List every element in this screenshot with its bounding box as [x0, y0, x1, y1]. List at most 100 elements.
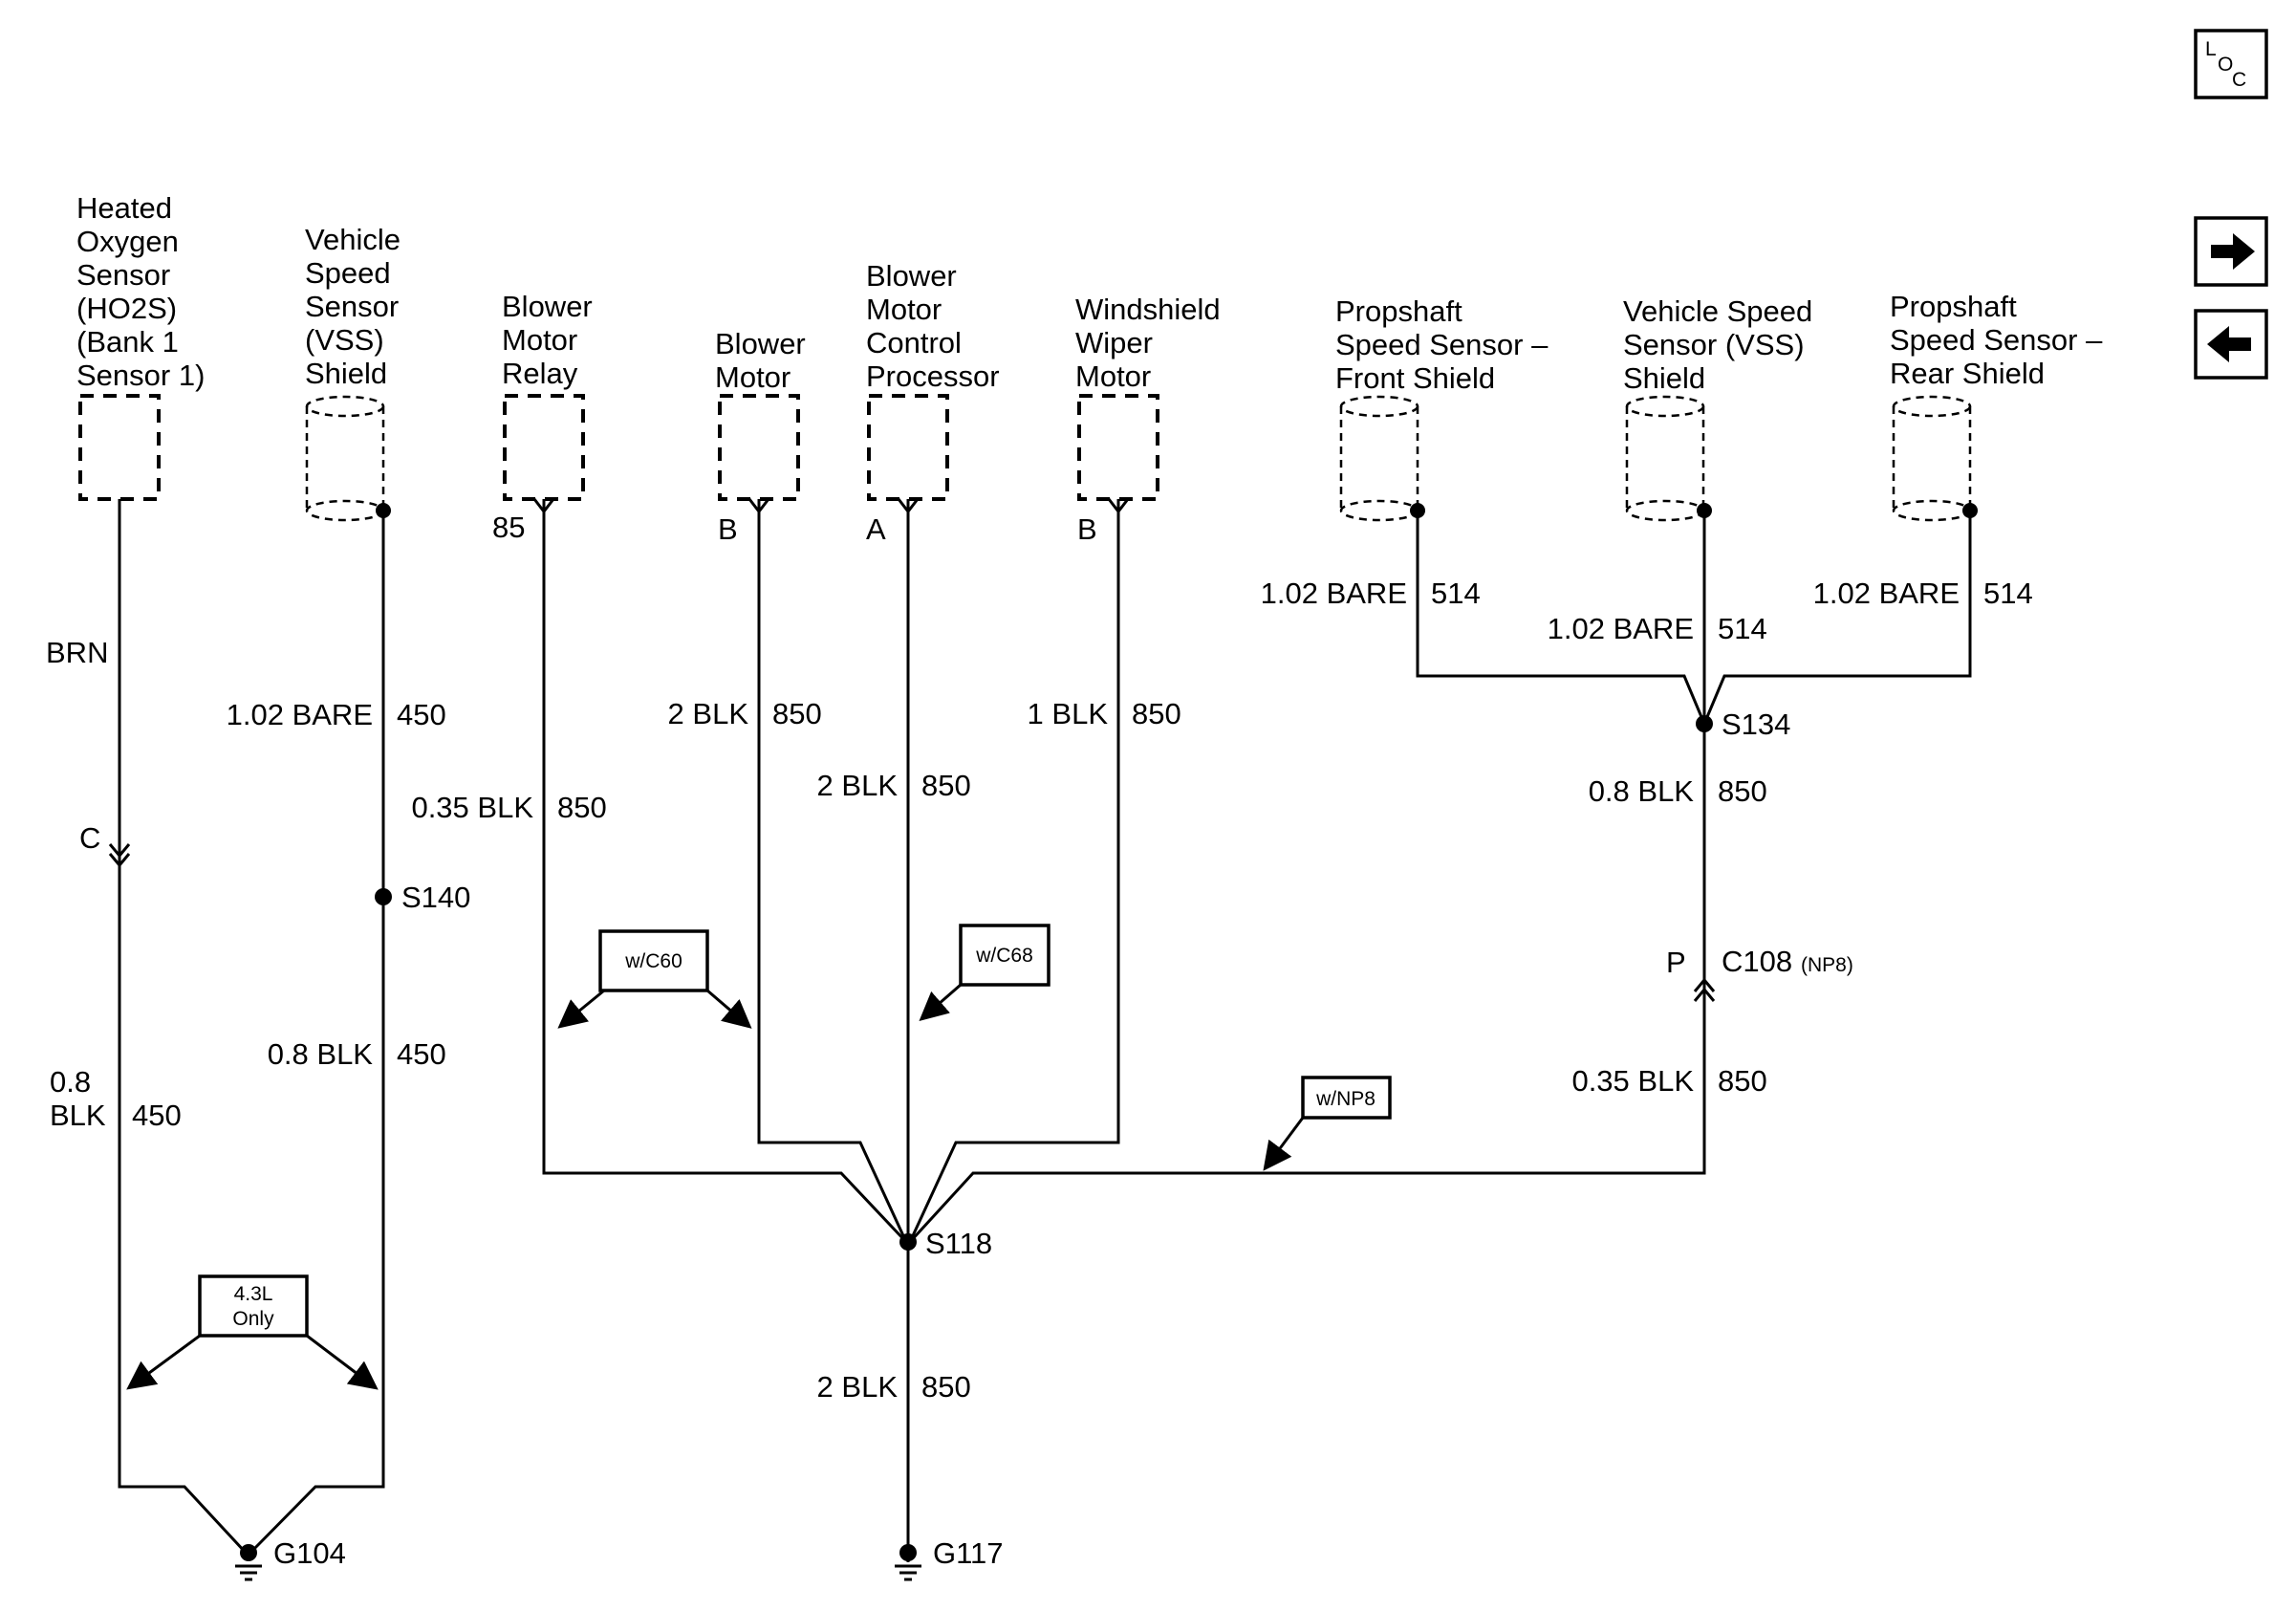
vss-shield-symbol	[305, 395, 385, 522]
previous-page-arrow-icon[interactable]	[2194, 309, 2268, 380]
vss-wire-circuit: 450	[397, 698, 446, 731]
c108-wire-circuit: 850	[1718, 1064, 1767, 1098]
s134-wire-size: 0.8 BLK	[1589, 774, 1695, 808]
front-wire-circuit: 514	[1431, 577, 1481, 610]
p-connector-pin-label: P	[1666, 946, 1686, 979]
front-shield-junction-dot	[1410, 503, 1425, 518]
rear-shield-wire	[1702, 511, 1972, 725]
svg-text:O: O	[2218, 54, 2233, 76]
svg-text:(VSS): (VSS)	[305, 323, 384, 357]
svg-text:Blower: Blower	[502, 290, 593, 323]
blower-motor-pin-symbol	[747, 498, 770, 514]
wiper-pin-symbol	[1107, 498, 1130, 514]
ho2s-wire-size-2: BLK	[50, 1099, 106, 1132]
blower-motor-relay-label: Blower Motor Relay	[502, 290, 593, 390]
svg-text:Oxygen: Oxygen	[76, 225, 179, 258]
ho2s-wire-color: BRN	[46, 636, 108, 669]
c-connector-symbol	[108, 843, 131, 868]
rear-wire-circuit: 514	[1983, 577, 2033, 610]
s134-label: S134	[1722, 708, 1790, 741]
rear-shield-junction-dot	[1962, 503, 1978, 518]
vss-shield-right-symbol	[1625, 395, 1705, 522]
c-connector-pin-label: C	[79, 821, 100, 855]
motor-wire-circuit: 850	[772, 697, 822, 730]
s118-label: S118	[925, 1227, 992, 1260]
location-icon[interactable]: L O C	[2194, 29, 2268, 99]
svg-text:Motor: Motor	[715, 360, 791, 394]
s140-label: S140	[401, 881, 470, 914]
vss-wire-size: 1.02 BARE	[227, 698, 373, 731]
svg-text:L: L	[2205, 38, 2217, 60]
svg-text:Motor: Motor	[502, 323, 577, 357]
blower-motor-pin-label: B	[718, 512, 738, 546]
svg-text:Sensor: Sensor	[76, 258, 170, 292]
ho2s-wire-circuit: 450	[132, 1099, 182, 1132]
svg-text:Only: Only	[232, 1308, 274, 1330]
svg-text:Motor: Motor	[866, 293, 942, 326]
processor-wire-size: 2 BLK	[817, 769, 899, 802]
mid-wire-circuit: 514	[1718, 612, 1767, 645]
relay-wire-circuit: 850	[557, 791, 607, 824]
motor-wire-size: 2 BLK	[668, 697, 749, 730]
c108-note-label: (NP8)	[1801, 954, 1853, 976]
front-wire-size: 1.02 BARE	[1261, 577, 1407, 610]
svg-text:Propshaft: Propshaft	[1335, 294, 1462, 328]
vss-shield-wire	[249, 511, 385, 1555]
g104-label: G104	[273, 1536, 346, 1570]
svg-text:Wiper: Wiper	[1075, 326, 1153, 359]
ground-wire-size: 2 BLK	[817, 1370, 899, 1404]
c108-label: C108	[1722, 945, 1792, 978]
svg-text:4.3L: 4.3L	[234, 1283, 273, 1305]
right-trunk-wire	[908, 724, 1706, 1244]
svg-text:Sensor: Sensor	[305, 290, 399, 323]
wiper-pin-label: B	[1077, 512, 1097, 546]
wiper-wire	[908, 499, 1120, 1243]
vss-shield-right-label: Vehicle Speed Sensor (VSS) Shield	[1623, 294, 1812, 395]
svg-text:(HO2S): (HO2S)	[76, 292, 177, 325]
next-page-arrow-icon[interactable]	[2194, 216, 2268, 287]
s134-wire-circuit: 850	[1718, 774, 1767, 808]
svg-text:Front Shield: Front Shield	[1335, 361, 1495, 395]
vss-shield-label: Vehicle Speed Sensor (VSS) Shield	[305, 223, 401, 390]
relay-wire	[542, 499, 908, 1244]
wiper-motor-component	[1077, 394, 1159, 501]
wiper-wire-circuit: 850	[1132, 697, 1181, 730]
propshaft-front-shield-label: Propshaft Speed Sensor – Front Shield	[1335, 294, 1549, 395]
relay-wire-size: 0.35 BLK	[411, 791, 533, 824]
s118-splice-dot	[899, 1233, 917, 1251]
blower-motor-label: Blower Motor	[715, 327, 806, 394]
wc68-note: w/C68	[919, 924, 1051, 1021]
svg-text:(Bank 1: (Bank 1	[76, 325, 179, 359]
ho2s-component	[78, 394, 161, 501]
front-shield-wire	[1416, 511, 1706, 725]
s134-splice-dot	[1696, 715, 1713, 732]
processor-wire-circuit: 850	[921, 769, 971, 802]
svg-text:C: C	[2232, 69, 2246, 91]
ho2s-wire-size-1: 0.8	[50, 1065, 91, 1099]
svg-text:Propshaft: Propshaft	[1890, 290, 2017, 323]
vss-shield-junction-dot	[376, 503, 391, 518]
s140-splice-dot	[375, 888, 392, 905]
s140-wire-size: 0.8 BLK	[268, 1037, 374, 1071]
g104-ground-icon	[235, 1544, 262, 1581]
rear-wire-size: 1.02 BARE	[1813, 577, 1960, 610]
s140-wire-circuit: 450	[397, 1037, 446, 1071]
propshaft-rear-shield-label: Propshaft Speed Sensor – Rear Shield	[1890, 290, 2103, 390]
blower-motor-control-processor-label: Blower Motor Control Processor	[866, 259, 1000, 393]
g117-ground-icon	[895, 1544, 921, 1581]
svg-text:Windshield: Windshield	[1075, 293, 1221, 326]
svg-text:Speed Sensor –: Speed Sensor –	[1335, 328, 1549, 361]
ground-wire-circuit: 850	[921, 1370, 971, 1404]
vss-right-shield-junction-dot	[1697, 503, 1712, 518]
svg-text:Control: Control	[866, 326, 962, 359]
svg-text:Blower: Blower	[715, 327, 806, 360]
svg-text:Vehicle Speed: Vehicle Speed	[1623, 294, 1812, 328]
c108-connector-symbol	[1693, 977, 1716, 1002]
svg-text:Rear Shield: Rear Shield	[1890, 357, 2045, 390]
svg-text:Heated: Heated	[76, 191, 172, 225]
svg-text:Sensor (VSS): Sensor (VSS)	[1623, 328, 1805, 361]
svg-text:Relay: Relay	[502, 357, 578, 390]
propshaft-rear-shield-symbol	[1892, 395, 1972, 522]
svg-text:w/NP8: w/NP8	[1315, 1088, 1375, 1110]
